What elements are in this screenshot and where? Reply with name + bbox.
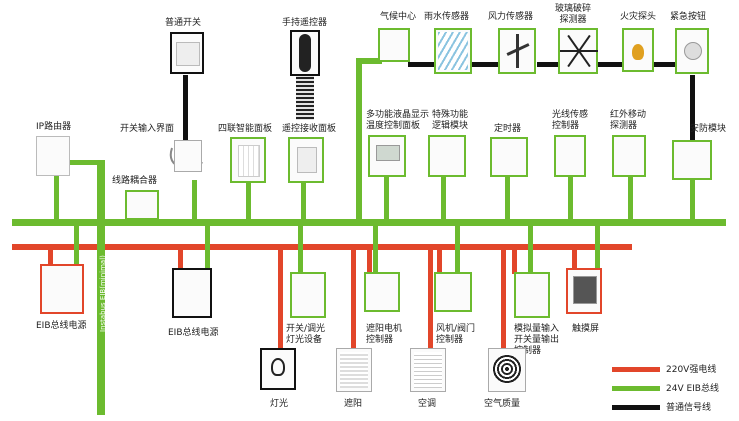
light-sensor-device[interactable] xyxy=(554,135,586,177)
label-switch-dimmer: 开关/调光 灯光设备 xyxy=(286,324,326,345)
remote-icon xyxy=(299,34,311,72)
light-load[interactable] xyxy=(260,348,296,390)
legend-black: 普通信号线 xyxy=(666,403,712,413)
blinds-icon xyxy=(340,352,368,388)
label-emergency-button: 紧急按钮 xyxy=(670,12,707,22)
label-fire-detector: 火灾探头 xyxy=(620,12,657,22)
label-wind-sensor: 风力传感器 xyxy=(488,12,534,22)
instabus-line xyxy=(97,160,105,415)
fire-detector-device[interactable] xyxy=(622,28,654,72)
ip-router-drop xyxy=(54,175,59,221)
label-analog-io: 模拟量输入 开关量输出 控制器 xyxy=(514,324,560,356)
label-ip-router: IP路由器 xyxy=(36,122,72,132)
switch-dimmer-device[interactable] xyxy=(290,272,326,318)
shade-motor-device[interactable] xyxy=(364,272,400,312)
legend-red-swatch xyxy=(612,367,660,372)
label-light-sensor: 光线传感 控制器 xyxy=(552,110,589,131)
ir-detector-device[interactable] xyxy=(612,135,646,177)
eib-bus-line xyxy=(12,219,726,226)
rain-icon xyxy=(438,32,468,70)
legend-green-swatch xyxy=(612,386,660,391)
label-switch-input: 开关输入界面 xyxy=(120,124,175,134)
label-air-quality: 空气质量 xyxy=(484,399,521,409)
label-line-coupler: 线路耦合器 xyxy=(112,176,158,186)
logic-module-device[interactable] xyxy=(428,135,466,177)
label-timer: 定时器 xyxy=(494,124,522,134)
signal-lines xyxy=(183,62,695,145)
legend-black-swatch xyxy=(612,405,660,410)
switch-input-device[interactable] xyxy=(174,140,202,172)
label-light: 灯光 xyxy=(270,399,289,409)
lcd-screen-icon xyxy=(376,145,400,161)
flame-icon xyxy=(632,44,644,60)
power-line xyxy=(12,244,632,250)
bulb-icon xyxy=(271,358,285,376)
normal-switch-device[interactable] xyxy=(170,32,204,74)
label-normal-switch: 普通开关 xyxy=(165,18,202,28)
label-climate-center: 气候中心 xyxy=(380,12,417,22)
switch-plate-icon xyxy=(176,42,200,66)
legend-red: 220V强电线 xyxy=(666,365,717,375)
label-logic-module: 特殊功能 逻辑模块 xyxy=(432,110,469,131)
receiver-keys-icon xyxy=(297,147,317,173)
climate-center-device[interactable] xyxy=(378,28,410,62)
instabus-label: Instabus EIB(minimal) xyxy=(99,255,107,332)
label-lcd-temp-panel: 多功能液晶显示 温度控制面板 xyxy=(366,110,430,131)
quad-panel-device[interactable] xyxy=(230,137,266,183)
label-ac: 空调 xyxy=(418,399,437,409)
remote-coil xyxy=(296,76,314,120)
lower-green-drops xyxy=(74,224,600,274)
label-ir-detector: 红外移动 探测器 xyxy=(610,110,647,131)
crack-icon-3 xyxy=(560,50,598,52)
label-fan-valve: 风机/阀门 控制器 xyxy=(436,324,476,345)
label-touch-screen: 触摸屏 xyxy=(572,324,600,334)
red-drops xyxy=(48,248,577,348)
air-quality-load[interactable] xyxy=(488,348,526,392)
timer-device[interactable] xyxy=(490,137,528,177)
label-shade-motor: 遮阳电机 控制器 xyxy=(366,324,403,345)
glass-break-device[interactable] xyxy=(558,28,598,74)
label-glass-break: 玻璃破碎 探测器 xyxy=(555,4,592,25)
button-icon xyxy=(684,42,702,60)
touch-screen-device[interactable] xyxy=(566,268,602,314)
legend-green: 24V EIB总线 xyxy=(666,384,719,394)
eib-power-2-device[interactable] xyxy=(172,268,212,318)
label-eib-power-2: EIB总线电源 xyxy=(168,328,219,338)
panel-keys-icon xyxy=(238,145,260,177)
security-module-device[interactable] xyxy=(672,140,712,180)
ac-load[interactable] xyxy=(410,348,446,392)
label-security-module: 安防模块 xyxy=(690,124,727,134)
label-quad-panel: 四联智能面板 xyxy=(218,124,273,134)
line-coupler-device[interactable] xyxy=(125,190,159,220)
ac-vent-icon xyxy=(414,352,442,388)
label-shade: 遮阳 xyxy=(344,399,363,409)
emergency-button-device[interactable] xyxy=(675,28,709,74)
label-remote-receiver: 遥控接收面板 xyxy=(282,124,337,134)
ip-router-device[interactable] xyxy=(36,136,70,176)
analog-io-device[interactable] xyxy=(514,272,550,318)
remote-receiver-device[interactable] xyxy=(288,137,324,183)
wind-sensor-device[interactable] xyxy=(498,28,536,74)
label-rain-sensor: 雨水传感器 xyxy=(424,12,470,22)
shade-load[interactable] xyxy=(336,348,372,392)
label-handheld-remote: 手持遥控器 xyxy=(282,18,328,28)
upper-green-drops xyxy=(139,58,695,221)
rain-sensor-device[interactable] xyxy=(434,28,472,74)
target-icon xyxy=(492,354,522,384)
handheld-remote-device[interactable] xyxy=(290,30,320,76)
lcd-temp-panel-device[interactable] xyxy=(368,135,406,177)
eib-power-1-device[interactable] xyxy=(40,264,84,314)
screen-icon xyxy=(573,276,597,304)
fan-valve-device[interactable] xyxy=(434,272,472,312)
ip-router-link xyxy=(54,160,102,165)
label-eib-power-1: EIB总线电源 xyxy=(36,321,87,331)
